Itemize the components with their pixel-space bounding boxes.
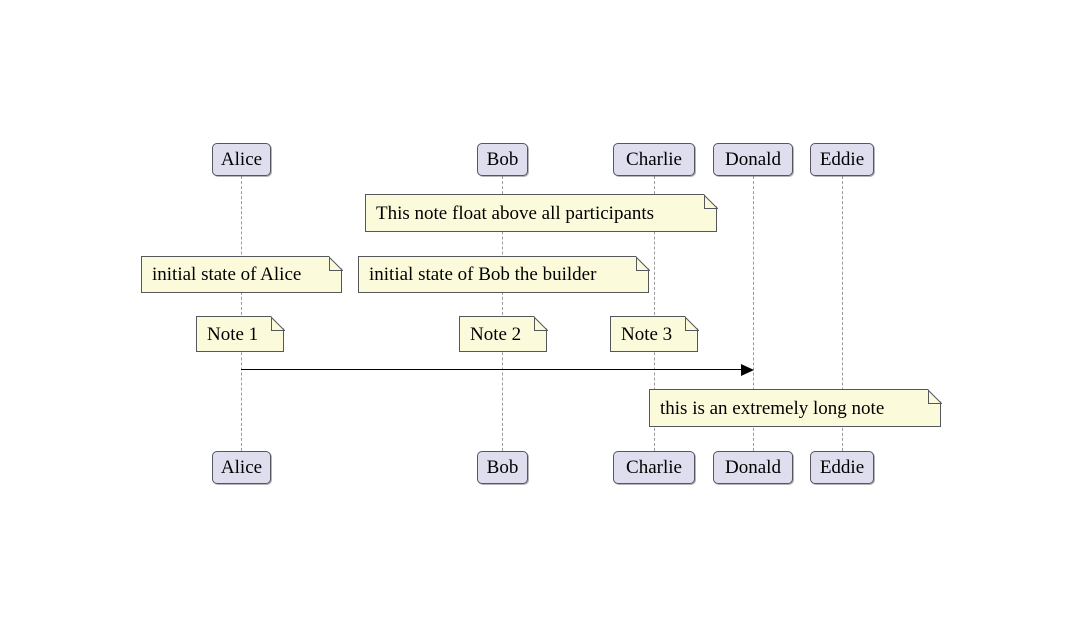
note-text: This note float above all participants <box>376 202 655 224</box>
note-2[interactable]: Note 2 <box>459 316 549 352</box>
note-initial-alice[interactable]: initial state of Alice <box>141 256 344 293</box>
note-3[interactable]: Note 3 <box>610 316 700 352</box>
note-body <box>365 194 717 232</box>
lifeline-bob <box>502 176 503 451</box>
note-1[interactable]: Note 1 <box>196 316 286 352</box>
participant-label: Bob <box>486 149 519 170</box>
participant-head-bob[interactable]: Bob <box>477 143 528 176</box>
lifeline-alice <box>241 176 242 451</box>
participant-label: Donald <box>725 457 781 478</box>
participant-head-charlie[interactable]: Charlie <box>613 143 695 176</box>
participant-label: Alice <box>220 457 263 478</box>
participant-foot-alice[interactable]: Alice <box>212 451 271 484</box>
participant-head-alice[interactable]: Alice <box>212 143 271 176</box>
note-body <box>459 316 547 352</box>
note-text: initial state of Bob the builder <box>369 264 597 285</box>
participant-foot-charlie[interactable]: Charlie <box>613 451 695 484</box>
note-body <box>649 389 941 427</box>
arrow-head-icon <box>741 364 754 376</box>
participant-foot-eddie[interactable]: Eddie <box>810 451 874 484</box>
participant-label: Eddie <box>819 457 865 478</box>
participant-label: Donald <box>725 149 781 170</box>
participant-head-eddie[interactable]: Eddie <box>810 143 874 176</box>
lifeline-donald <box>753 176 754 451</box>
participant-label: Charlie <box>626 149 682 170</box>
participant-head-donald[interactable]: Donald <box>713 143 793 176</box>
note-text: this is an extremely long note <box>660 397 885 419</box>
participant-foot-bob[interactable]: Bob <box>477 451 528 484</box>
note-text: Note 1 <box>207 323 259 345</box>
note-long[interactable]: this is an extremely long note <box>649 389 943 427</box>
note-text: initial state of Alice <box>152 264 302 285</box>
note-body <box>141 256 342 293</box>
note-body <box>358 256 649 293</box>
participant-label: Bob <box>486 457 519 478</box>
note-text: Note 3 <box>621 323 673 345</box>
note-initial-bob[interactable]: initial state of Bob the builder <box>358 256 651 293</box>
participant-label: Alice <box>220 149 263 170</box>
note-text: Note 2 <box>470 323 522 345</box>
message-alice-to-donald[interactable] <box>241 369 742 370</box>
participant-label: Charlie <box>626 457 682 478</box>
participant-label: Eddie <box>819 149 865 170</box>
participant-foot-donald[interactable]: Donald <box>713 451 793 484</box>
note-body <box>610 316 698 352</box>
note-float-above[interactable]: This note float above all participants <box>365 194 719 232</box>
note-body <box>196 316 284 352</box>
lifeline-charlie <box>654 176 655 451</box>
lifeline-eddie <box>842 176 843 451</box>
